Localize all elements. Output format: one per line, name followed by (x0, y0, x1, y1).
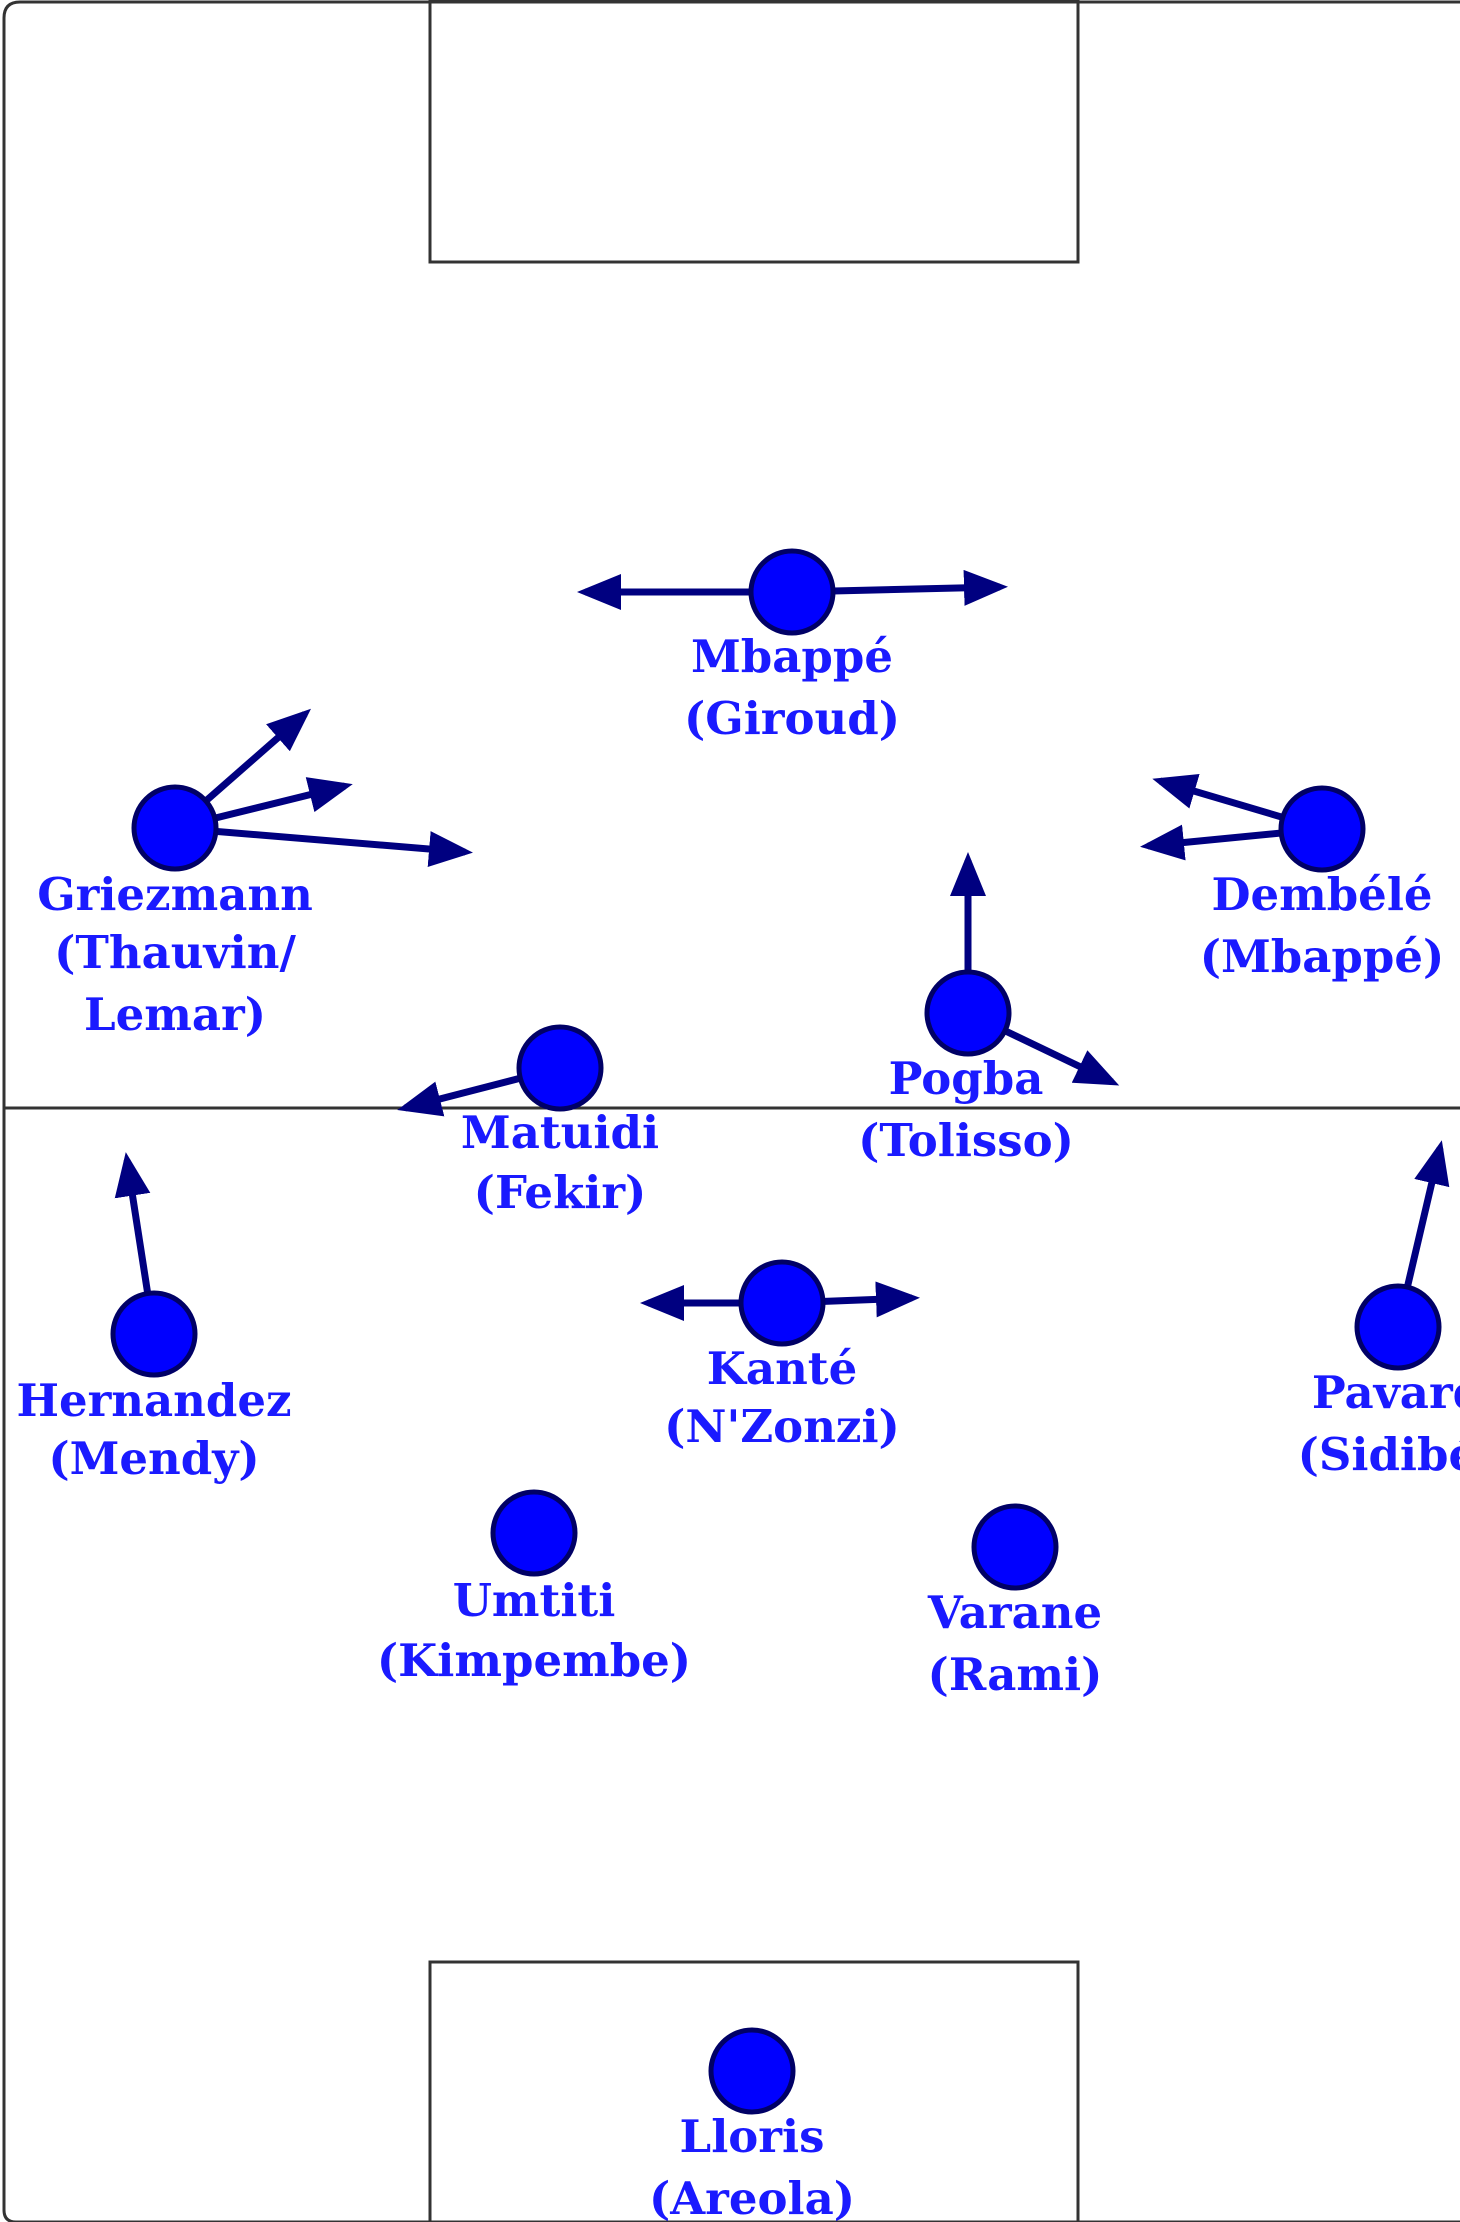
player-dot-lloris (708, 2027, 796, 2115)
player-name-umtiti: Umtiti (453, 1574, 616, 1627)
player-dot-pogba (924, 969, 1012, 1057)
player-sub-lloris: (Areola) (649, 2172, 855, 2222)
player-name-mbappe: Mbappé (691, 630, 893, 683)
player-labels: Mbappé (Giroud) Griezmann (Thauvin/ Lema… (16, 630, 1460, 2222)
player-sub-griezmann: (Thauvin/ (54, 926, 296, 979)
player-name-varane: Varane (927, 1586, 1102, 1639)
player-dot-hernandez (110, 1290, 198, 1378)
player-sub2-griezmann: Lemar) (84, 988, 266, 1041)
bottom-penalty-box (428, 1960, 1080, 2222)
player-sub-hernandez: (Mendy) (48, 1432, 259, 1485)
player-sub-umtiti: (Kimpembe) (377, 1634, 691, 1687)
player-sub-mbappe: (Giroud) (684, 692, 900, 745)
player-sub-varane: (Rami) (928, 1648, 1103, 1701)
player-dot-dembele (1278, 785, 1366, 873)
player-name-kante: Kanté (707, 1342, 857, 1395)
player-sub-pogba: (Tolisso) (858, 1114, 1074, 1167)
player-name-pavard: Pavard (1312, 1366, 1460, 1419)
player-name-matuidi: Matuidi (461, 1106, 659, 1159)
player-sub-pavard: (Sidibé) (1298, 1428, 1460, 1481)
player-dot-pavard (1354, 1283, 1442, 1371)
top-penalty-box (428, 0, 1080, 264)
player-name-griezmann: Griezmann (37, 868, 313, 921)
player-dot-umtiti (490, 1489, 578, 1577)
player-name-lloris: Lloris (680, 2110, 825, 2163)
player-sub-kante: (N'Zonzi) (664, 1400, 900, 1453)
player-dot-kante (738, 1259, 826, 1347)
player-dot-griezmann (131, 784, 219, 872)
player-sub-dembele: (Mbappé) (1200, 930, 1445, 983)
arrow-griezmann-right (174, 824, 473, 867)
player-sub-matuidi: (Fekir) (474, 1166, 647, 1219)
player-name-dembele: Dembélé (1211, 868, 1432, 921)
player-dot-varane (971, 1503, 1059, 1591)
player-name-pogba: Pogba (889, 1052, 1044, 1105)
player-name-hernandez: Hernandez (16, 1374, 291, 1427)
player-dot-matuidi (516, 1024, 604, 1112)
player-markers (110, 548, 1442, 2115)
player-dot-mbappe (748, 548, 836, 636)
